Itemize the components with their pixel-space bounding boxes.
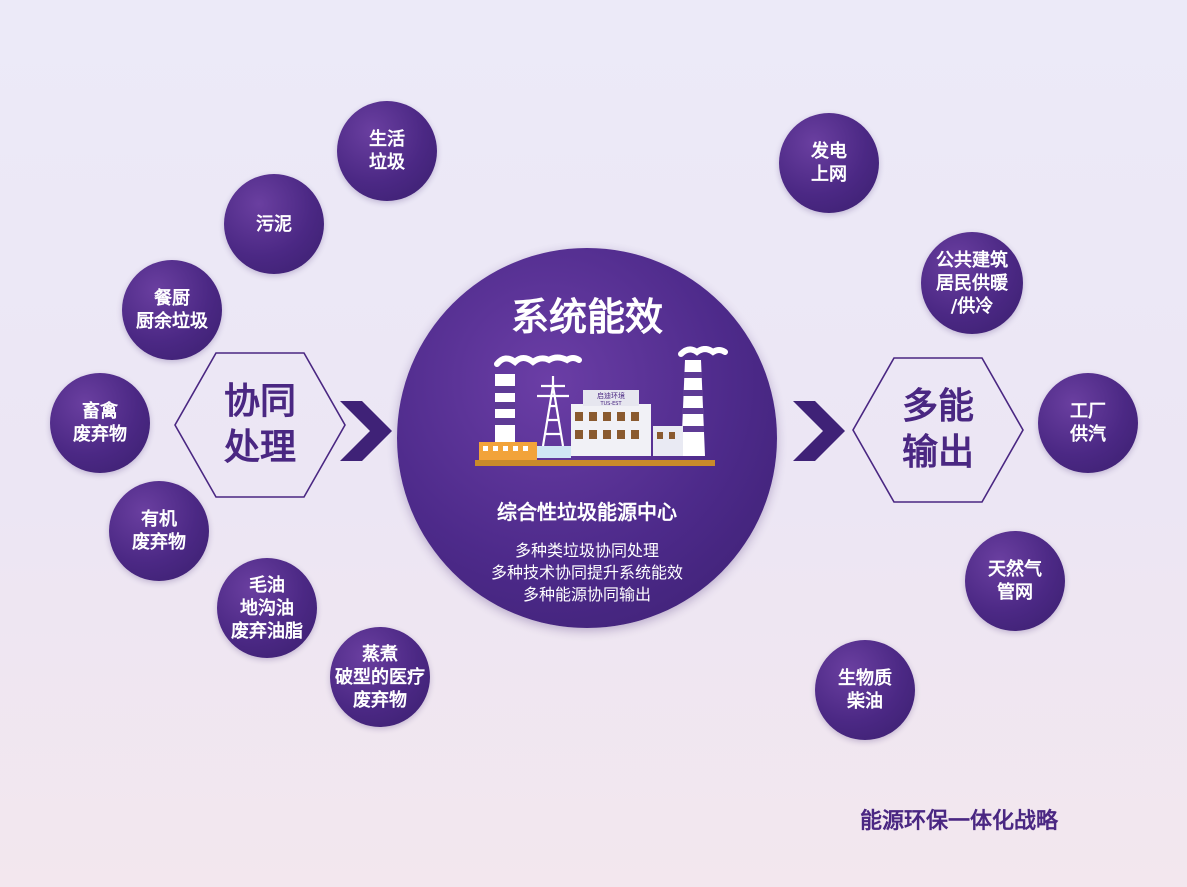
- bubble-line: 发电: [811, 141, 847, 162]
- bubble-line: 居民供暖: [936, 272, 1008, 294]
- input-organic-waste: 有机 废弃物: [109, 481, 209, 581]
- hexagon-outline: [174, 352, 346, 498]
- output-natural-gas: 天然气 管网: [965, 531, 1065, 631]
- small-hall: [537, 446, 571, 458]
- bubble-line: 生物质: [838, 668, 892, 689]
- output-power-grid: 发电 上网: [779, 113, 879, 213]
- hexagon-outline: [852, 357, 1024, 503]
- center-line: 多种类垃圾协同处理: [514, 541, 659, 560]
- center-lines: 多种类垃圾协同处理 多种技术协同提升系统能效 多种能源协同输出: [397, 540, 777, 606]
- bubble-line: 毛油: [249, 574, 285, 596]
- bubble-line: 管网: [997, 582, 1033, 603]
- center-line: 多种技术协同提升系统能效: [490, 563, 683, 582]
- bubble-line: 废弃物: [353, 689, 407, 711]
- bubble-line: 有机: [141, 509, 177, 530]
- input-sludge: 污泥: [224, 174, 324, 274]
- bubble-line: 柴油: [847, 691, 883, 712]
- annex-building: [653, 426, 683, 456]
- plant-sign-name: 启迪环境: [597, 391, 625, 400]
- input-livestock-waste: 畜禽 废弃物: [50, 373, 150, 473]
- footer-strategy: 能源环保一体化战略: [860, 809, 1059, 834]
- chevron-right-icon: [340, 401, 392, 461]
- bubble-line: 厨余垃圾: [136, 311, 208, 332]
- hex-co-processing: 协同 处理: [172, 350, 348, 500]
- bubble-line: 蒸煮: [362, 643, 398, 665]
- bubble-line: /供冷: [950, 295, 994, 317]
- center-title: 系统能效: [510, 295, 663, 339]
- input-domestic-waste: 生活 垃圾: [337, 101, 437, 201]
- input-medical-waste: 蒸煮 破型的医疗 废弃物: [330, 627, 430, 727]
- ground: [475, 460, 715, 466]
- hex-line: 多能: [901, 386, 974, 427]
- bubble-line: 公共建筑: [936, 249, 1008, 271]
- bubble-line: 上网: [811, 164, 847, 185]
- center-line: 多种能源协同输出: [522, 585, 651, 604]
- bubble-line: 破型的医疗: [335, 666, 425, 688]
- orange-block: [479, 442, 537, 462]
- center-energy-hub: 系统能效 启迪环境 TUS-EST: [397, 248, 777, 628]
- smoke-icon: [678, 346, 728, 357]
- bubble-line: 工厂: [1070, 401, 1106, 422]
- pylon: [537, 376, 569, 447]
- bubble-line: 地沟油: [240, 597, 294, 619]
- input-kitchen-waste: 餐厨 厨余垃圾: [122, 260, 222, 360]
- bubble-line: 天然气: [988, 559, 1042, 580]
- bubble-line: 废弃油脂: [231, 620, 303, 642]
- output-biodiesel: 生物质 柴油: [815, 640, 915, 740]
- hex-line: 输出: [901, 432, 974, 473]
- smoke-icon: [494, 354, 582, 367]
- factory-illustration: 启迪环境 TUS-EST: [475, 346, 728, 466]
- output-heating-cooling: 公共建筑 居民供暖 /供冷: [921, 232, 1023, 334]
- output-factory-steam: 工厂 供汽: [1038, 373, 1138, 473]
- hex-line: 处理: [223, 427, 296, 468]
- bubble-line: 废弃物: [132, 532, 186, 553]
- input-waste-oil: 毛油 地沟油 废弃油脂: [217, 558, 317, 658]
- hex-multi-energy-output: 多能 输出: [850, 355, 1026, 505]
- bubble-line: 废弃物: [73, 424, 127, 445]
- bubble-line: 餐厨: [154, 288, 190, 309]
- bubble-line: 供汽: [1070, 424, 1106, 445]
- center-subtitle: 综合性垃圾能源中心: [497, 500, 677, 524]
- bubble-line: 畜禽: [82, 401, 118, 422]
- bubble-line: 生活: [369, 129, 405, 150]
- bubble-line: 垃圾: [369, 152, 405, 173]
- chimney-left: [495, 374, 515, 446]
- chevron-right-icon: [793, 401, 845, 461]
- hex-line: 协同: [223, 381, 296, 422]
- plant-sign-code: TUS-EST: [599, 401, 622, 407]
- bubble-line: 污泥: [256, 213, 292, 235]
